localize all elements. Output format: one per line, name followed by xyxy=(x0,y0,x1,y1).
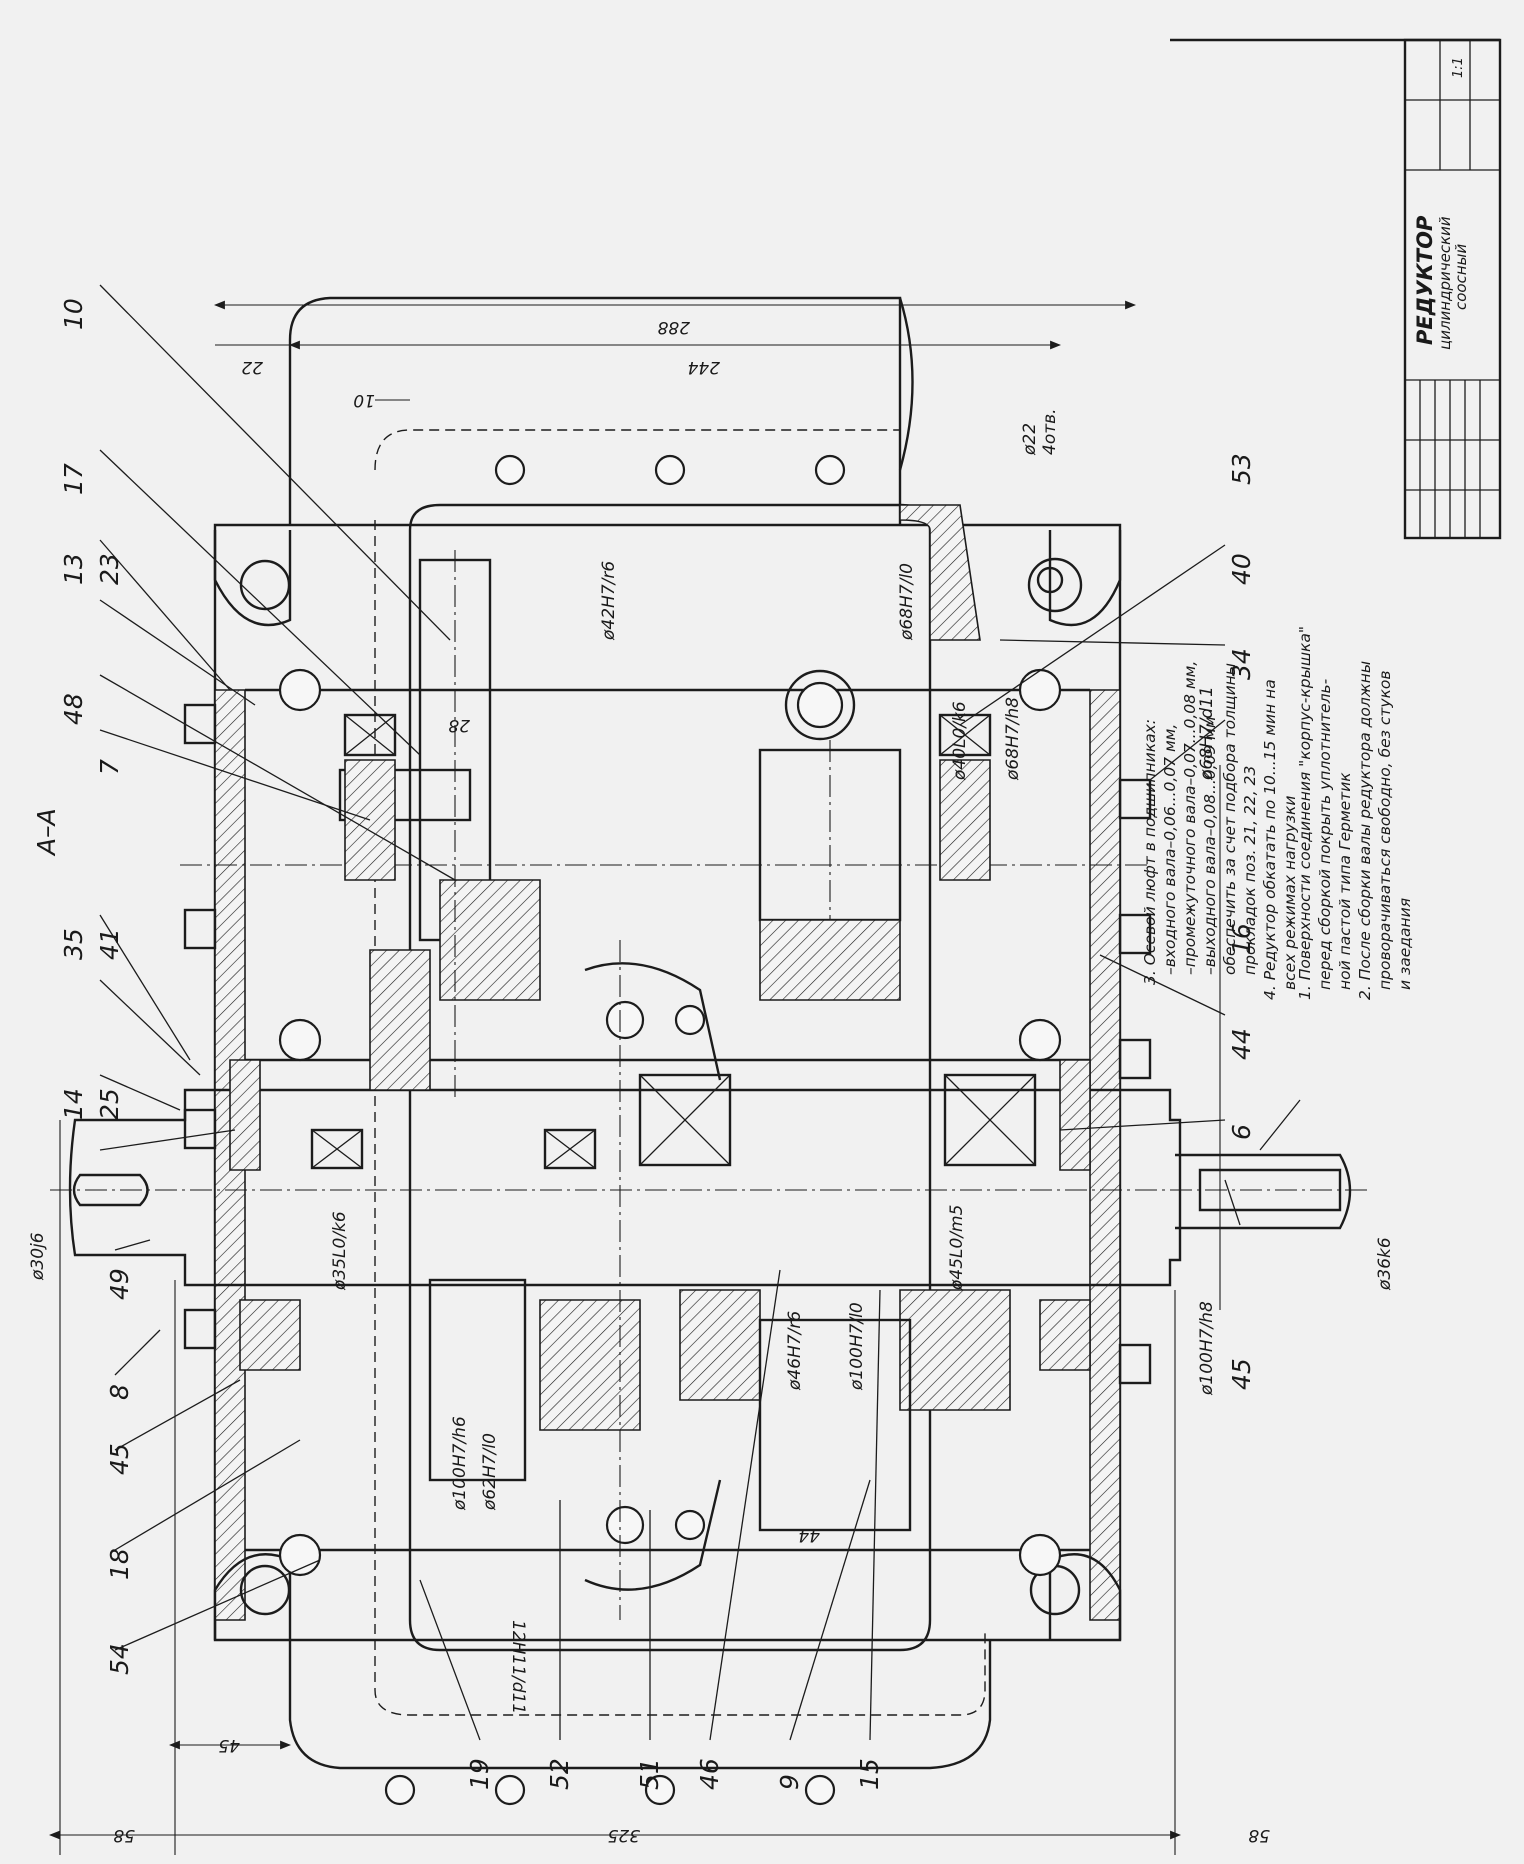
note-line: всех режимах нагрузки xyxy=(1281,796,1299,990)
part-label: 10 xyxy=(59,298,88,330)
technical-notes: 1. Поверхности соединения "корпус-крышка… xyxy=(1141,626,1414,1000)
note-line: –выходного вала–0,08...0,09 мм xyxy=(1201,716,1219,975)
fit-46: ø46H7/r6 xyxy=(785,1311,805,1391)
leader-lines xyxy=(99,284,1301,1741)
corner-bosses xyxy=(213,530,1122,1640)
note-line: 4. Редуктор обкатать по 10...15 мин на xyxy=(1261,679,1279,1000)
part-label: 54 xyxy=(105,1643,134,1675)
fit-40: ø40L0/k6 xyxy=(950,701,970,781)
note-line: обеспечить за счет подбора толщины xyxy=(1221,663,1239,975)
part-label: 45 xyxy=(1227,1358,1256,1390)
dim-45: 45 xyxy=(218,1735,240,1755)
fit-12: 12H11/d11 xyxy=(508,1620,528,1714)
side-studs xyxy=(183,703,1152,1385)
title-block-scale: 1:1 xyxy=(1451,57,1466,78)
dim-58-right: 58 xyxy=(1248,1825,1270,1845)
part-labels: 10 17 13 23 48 7 А–А 35 41 14 25 49 8 45… xyxy=(32,298,1256,1790)
note-line: –входного вала–0,06...0,07 мм, xyxy=(1161,724,1179,975)
part-label: 8 xyxy=(105,1384,134,1400)
note-line: 2. После сборки валы редуктора должны xyxy=(1356,661,1374,1000)
section-label: А–А xyxy=(32,808,61,857)
part-label: 41 xyxy=(95,928,124,960)
bearings xyxy=(310,713,1037,1170)
part-label: 6 xyxy=(1227,1124,1256,1140)
part-label: 45 xyxy=(105,1443,134,1475)
note-line: –промежуточного вала–0,07...0,08 мм, xyxy=(1181,661,1199,975)
note-line: 1. Поверхности соединения "корпус-крышка… xyxy=(1296,626,1314,1000)
part-label: 17 xyxy=(59,463,88,495)
part-label: 18 xyxy=(105,1548,134,1580)
note-line: прокладок поз. 21, 22, 23 xyxy=(1241,766,1259,975)
part-label: 15 xyxy=(855,1758,884,1790)
hole-dim: ø22 xyxy=(1020,423,1040,456)
title-block: РЕДУКТОР цилиндрический соосный 1:1 xyxy=(1170,38,1502,540)
fit-100-h6: ø100H7/h6 xyxy=(450,1416,470,1511)
upper-shaft xyxy=(180,550,1150,1100)
fit-62: ø62H7/l0 xyxy=(480,1433,500,1511)
note-line: проворачиваться свободно, без стуков xyxy=(1376,670,1394,990)
main-shaft xyxy=(50,1088,1370,1287)
title-block-title: РЕДУКТОР xyxy=(1413,215,1437,345)
fit-100-h8: ø100H7/h8 xyxy=(1197,1301,1217,1396)
part-label: 14 xyxy=(59,1088,88,1120)
fit-42: ø42H7/r6 xyxy=(599,561,619,641)
dim-10: 10 xyxy=(353,390,375,410)
part-label: 9 xyxy=(775,1774,804,1790)
part-label: 46 xyxy=(695,1758,724,1790)
part-label: 48 xyxy=(59,693,88,725)
housing-bolts xyxy=(278,454,1062,1806)
note-line: перед сборкой покрыть уплотнитель- xyxy=(1316,678,1334,990)
part-label: 13 xyxy=(59,553,88,585)
note-line: 3. Осевой люфт в подшипниках: xyxy=(1141,719,1159,985)
fit-68-10: ø68H7/l0 xyxy=(897,563,917,641)
part-label: 7 xyxy=(95,759,124,775)
note-line: и заедания xyxy=(1396,898,1414,990)
title-block-subtitle-2: соосный xyxy=(1452,244,1470,310)
dim-244: 244 xyxy=(688,357,720,377)
part-label: 23 xyxy=(95,553,124,585)
dim-58-left: 58 xyxy=(113,1825,135,1845)
fit-100-l0: ø100H7/l0 xyxy=(847,1302,867,1391)
hole-count: 4отв. xyxy=(1040,408,1060,455)
fit-30: ø30j6 xyxy=(28,1232,48,1281)
part-label: 25 xyxy=(95,1088,124,1120)
dim-288: 288 xyxy=(657,317,690,337)
dim-325: 325 xyxy=(608,1825,640,1845)
dim-22: 22 xyxy=(241,357,263,377)
fit-45: ø45L0/m5 xyxy=(947,1205,967,1291)
note-line: ной пастой типа Герметик xyxy=(1336,772,1354,990)
fit-68-h8: ø68H7/h8 xyxy=(1003,697,1023,781)
title-block-subtitle-1: цилиндрический xyxy=(1436,216,1454,350)
part-label: 52 xyxy=(545,1758,574,1790)
part-label: 51 xyxy=(635,1758,664,1790)
dim-28: 28 xyxy=(448,715,470,735)
dim-44: 44 xyxy=(798,1525,820,1545)
part-label: 35 xyxy=(59,928,88,960)
part-label: 49 xyxy=(105,1268,134,1300)
part-label: 34 xyxy=(1227,648,1256,680)
fit-36: ø36k6 xyxy=(1375,1237,1395,1291)
part-label: 16 xyxy=(1227,923,1256,955)
drain-plug xyxy=(784,566,1064,741)
fit-35: ø35L0/k6 xyxy=(330,1211,350,1291)
housing xyxy=(213,296,1122,1770)
part-label: 19 xyxy=(465,1758,494,1790)
part-label: 53 xyxy=(1227,453,1256,485)
dimension-lines xyxy=(48,300,1221,1855)
part-label: 44 xyxy=(1227,1028,1256,1060)
part-label: 40 xyxy=(1227,553,1256,585)
